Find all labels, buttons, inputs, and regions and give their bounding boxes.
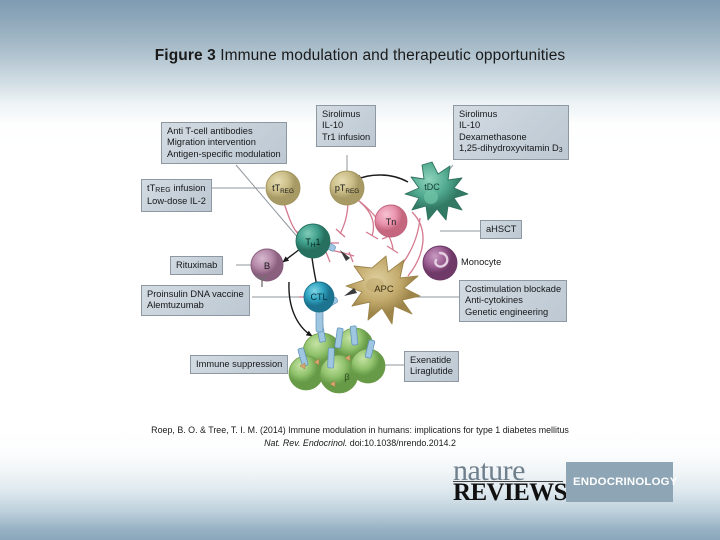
nature-reviews-logo: nature REVIEWS ENDOCRINOLOGY	[453, 454, 677, 506]
callout-anti-tcell-antibodies[interactable]: Anti T-cell antibodies Migration interve…	[161, 122, 287, 164]
page-title: Figure 3 Immune modulation and therapeut…	[0, 47, 720, 65]
ctl-cell	[303, 281, 335, 313]
callout-line: Genetic engineering	[465, 306, 549, 317]
tdc-label: tDC	[424, 182, 440, 192]
callout-line: Immune suppression	[196, 359, 283, 369]
ptreg-cell	[329, 170, 365, 206]
ctl-label: CTL	[310, 292, 327, 302]
callout-line: Anti-cytokines	[465, 295, 523, 306]
callout-exenatide-liraglutide[interactable]: Exenatide Liraglutide	[404, 351, 459, 382]
th1-label: TH1	[305, 237, 320, 249]
callout-line: Migration intervention	[167, 137, 256, 148]
figure-number: Figure 3	[154, 47, 216, 64]
callout-line: Liraglutide	[410, 366, 453, 377]
figure-diagram: tTREG pTREG tDC Tn TH1 B CTL APC β Anti …	[0, 100, 720, 405]
bcr-icon	[256, 274, 268, 287]
callout-line: Low-dose IL-2	[147, 196, 206, 207]
callout-line: Antigen-specific modulation	[167, 148, 281, 159]
callout-rituximab[interactable]: Rituximab	[170, 256, 224, 276]
journal-name: Nat. Rev. Endocrinol.	[264, 438, 348, 448]
monocyte-cell	[422, 245, 458, 281]
callout-line: aHSCT	[486, 224, 517, 234]
b-label: B	[264, 261, 270, 272]
callout-line: Proinsulin DNA vaccine	[147, 289, 244, 299]
ttreg-label: tTREG	[272, 183, 294, 195]
ttreg-cell	[265, 170, 301, 206]
doi-text: doi:10.1038/nrendo.2014.2	[347, 438, 456, 448]
callout-line: Costimulation blockade	[465, 284, 562, 294]
ptreg-label: pTREG	[335, 183, 359, 195]
tn-label: Tn	[386, 217, 397, 227]
callout-line: Alemtuzumab	[147, 300, 204, 311]
apc-label: APC	[374, 284, 394, 295]
beta-label: β	[344, 372, 350, 383]
tdc-cell	[404, 161, 469, 221]
logo-journal-name: ENDOCRINOLOGY	[573, 476, 678, 488]
callout-line: 1,25-dihydroxyvitamin D3	[459, 142, 563, 154]
callout-line: Sirolimus	[459, 109, 498, 119]
logo-reviews-word: REVIEWS	[453, 479, 568, 506]
callout-line: tTREG infusion	[147, 183, 206, 194]
callout-line: Sirolimus	[322, 109, 361, 119]
callout-proinsulin-vaccine[interactable]: Proinsulin DNA vaccine Alemtuzumab	[141, 285, 250, 316]
beta-cell-cluster	[288, 321, 386, 394]
callout-line: Exenatide	[410, 355, 452, 365]
callout-treg-infusion[interactable]: tTREG infusion Low-dose IL-2	[141, 179, 212, 212]
th1-cell	[295, 223, 331, 259]
callout-ahsct[interactable]: aHSCT	[480, 220, 523, 240]
callout-line: Anti T-cell antibodies	[167, 126, 253, 136]
cell-labels: tTREG pTREG tDC Tn TH1 B CTL APC β	[264, 182, 440, 383]
citation-line-1: Roep, B. O. & Tree, T. I. M. (2014) Immu…	[151, 425, 569, 435]
callout-sirolimus-dexamethasone[interactable]: Sirolimus IL-10 Dexamethasone 1,25-dihyd…	[453, 105, 569, 161]
logo-divider-rule	[453, 481, 563, 482]
logo-nature-word: nature	[453, 454, 525, 487]
callout-sirolimus-tr1[interactable]: Sirolimus IL-10 Tr1 infusion	[316, 105, 377, 147]
citation-line-2: Nat. Rev. Endocrinol. doi:10.1038/nrendo…	[0, 437, 720, 450]
callout-line: IL-10	[459, 120, 481, 131]
apc-cell	[345, 255, 421, 325]
monocyte-swirl	[434, 251, 449, 268]
figure-title-text: Immune modulation and therapeutic opport…	[215, 47, 566, 64]
callout-costimulation-blockade[interactable]: Costimulation blockade Anti-cytokines Ge…	[459, 280, 568, 322]
callout-line: IL-10	[322, 120, 344, 131]
callout-immune-suppression[interactable]: Immune suppression	[190, 355, 289, 375]
b-cell	[250, 248, 284, 282]
callout-line: Dexamethasone	[459, 131, 527, 142]
diagram-graphics: tTREG pTREG tDC Tn TH1 B CTL APC β	[205, 155, 480, 394]
callout-line: Tr1 infusion	[322, 131, 371, 142]
callout-line: Rituximab	[176, 260, 218, 270]
monocyte-text-label: Monocyte	[461, 257, 502, 267]
logo-journal-badge: ENDOCRINOLOGY	[566, 462, 677, 502]
tn-cell	[374, 204, 408, 238]
